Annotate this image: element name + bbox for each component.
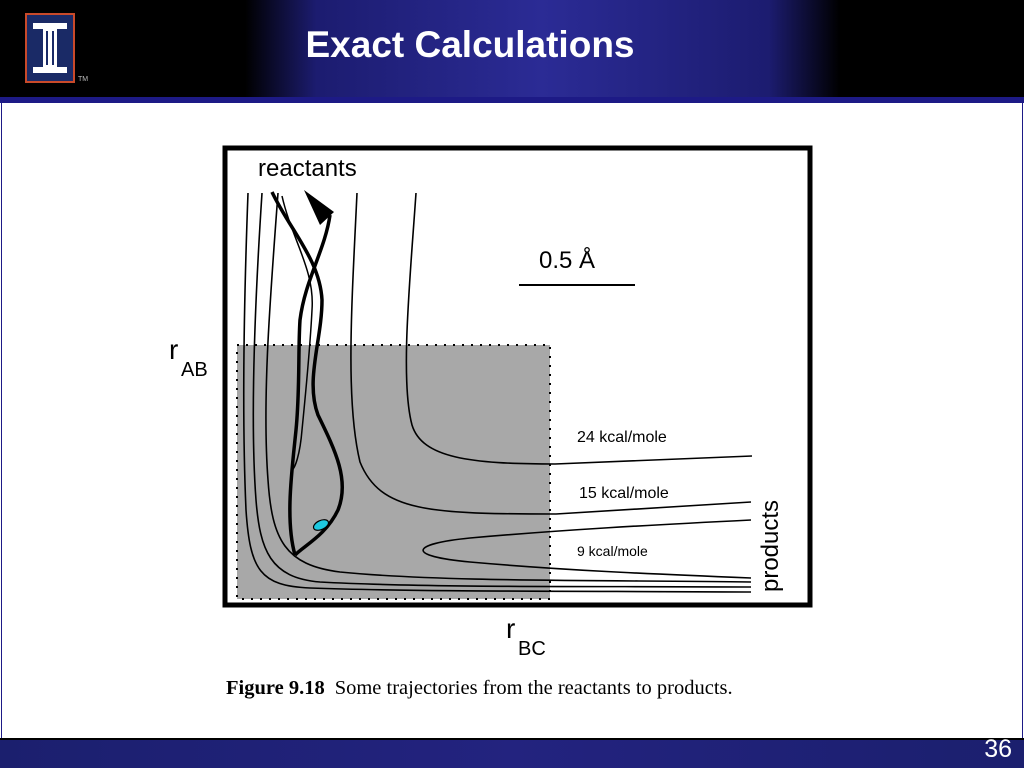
shaded-region (236, 344, 551, 600)
header-gradient (245, 0, 840, 97)
figure-caption: Figure 9.18 Some trajectories from the re… (226, 673, 786, 704)
university-column-logo-icon (25, 13, 75, 83)
reactants-label: reactants (258, 155, 357, 182)
trademark-mark: TM (78, 76, 89, 83)
trajectories (270, 191, 345, 557)
page-title: Exact Calculations (305, 24, 635, 65)
content-border-left (1, 103, 2, 738)
caption-text: Some trajectories from the reactants to … (334, 677, 733, 699)
contour-inner-3 (243, 192, 752, 593)
page-number: 36 (984, 735, 1012, 763)
trajectory-3 (281, 195, 313, 471)
rAB-axis-label: r (169, 334, 178, 365)
rAB-axis-subscript: AB (181, 359, 208, 381)
transition-state-marker (312, 519, 330, 531)
rBC-axis-subscript: BC (518, 638, 546, 660)
rBC-axis-label: r (506, 613, 515, 644)
scale-label: 0.5 Å (539, 246, 595, 274)
contour-inner-1 (265, 192, 752, 583)
contour-label-9: 9 kcal/mole (577, 543, 648, 559)
contour-label-24: 24 kcal/mole (577, 429, 667, 446)
products-label: products (757, 500, 784, 592)
figure-label: Figure 9.18 (226, 677, 325, 699)
content-border-right (1022, 103, 1023, 738)
contour-label-15: 15 kcal/mole (579, 485, 669, 502)
contour-24-kcal (405, 192, 753, 465)
diagram-frame (222, 145, 813, 608)
contour-inner-2 (252, 192, 752, 588)
trajectory-1 (270, 191, 345, 557)
trajectory-2 (288, 214, 332, 556)
trajectory-arrowhead-icon (304, 190, 334, 225)
footer-bar (0, 738, 1024, 768)
header-rule (0, 97, 1024, 103)
contour-15-kcal (350, 192, 752, 515)
contour-lines (243, 192, 753, 593)
contour-9-kcal-inner (422, 519, 752, 579)
